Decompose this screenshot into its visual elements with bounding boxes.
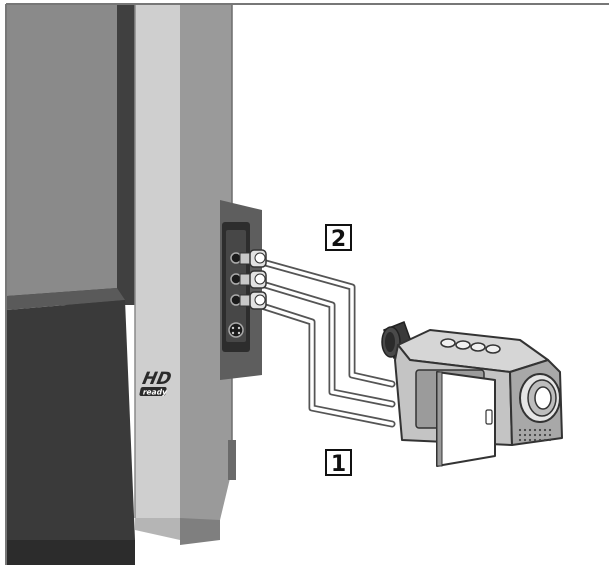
tv-set: HD ready: [7, 5, 262, 565]
rca-plug-audio-right: [239, 291, 267, 310]
av-terminal-panel: [222, 222, 250, 352]
step-label-2-text: 2: [331, 227, 346, 252]
rca-plug-audio-left: [239, 270, 267, 289]
tv-lower-cabinet: [7, 300, 135, 540]
av-cables: [258, 258, 396, 428]
step-label-1: 1: [325, 449, 352, 477]
step-label-1-text: 1: [331, 452, 346, 477]
camcorder: [381, 321, 563, 467]
rca-plug-video: [239, 249, 267, 268]
figure-frame: [5, 3, 609, 565]
camcorder-lens: [519, 373, 561, 423]
tv-screen: [7, 5, 117, 296]
cable-audio-right: [258, 302, 396, 428]
rca-plugs: [239, 249, 267, 310]
tv-silver-frame: [135, 5, 180, 518]
step-label-2: 2: [325, 224, 352, 252]
camcorder-speaker-grille: [518, 428, 552, 442]
s-video-socket: [228, 322, 244, 338]
camcorder-lcd-door: [436, 371, 496, 467]
camcorder-top-buttons: [440, 338, 501, 354]
hd-logo-main: HD: [141, 369, 174, 389]
tv-side-panel: [180, 5, 232, 540]
tv-foot: [228, 440, 236, 480]
hd-ready-logo: HD ready: [139, 369, 173, 396]
hd-logo-sub: ready: [142, 388, 168, 397]
